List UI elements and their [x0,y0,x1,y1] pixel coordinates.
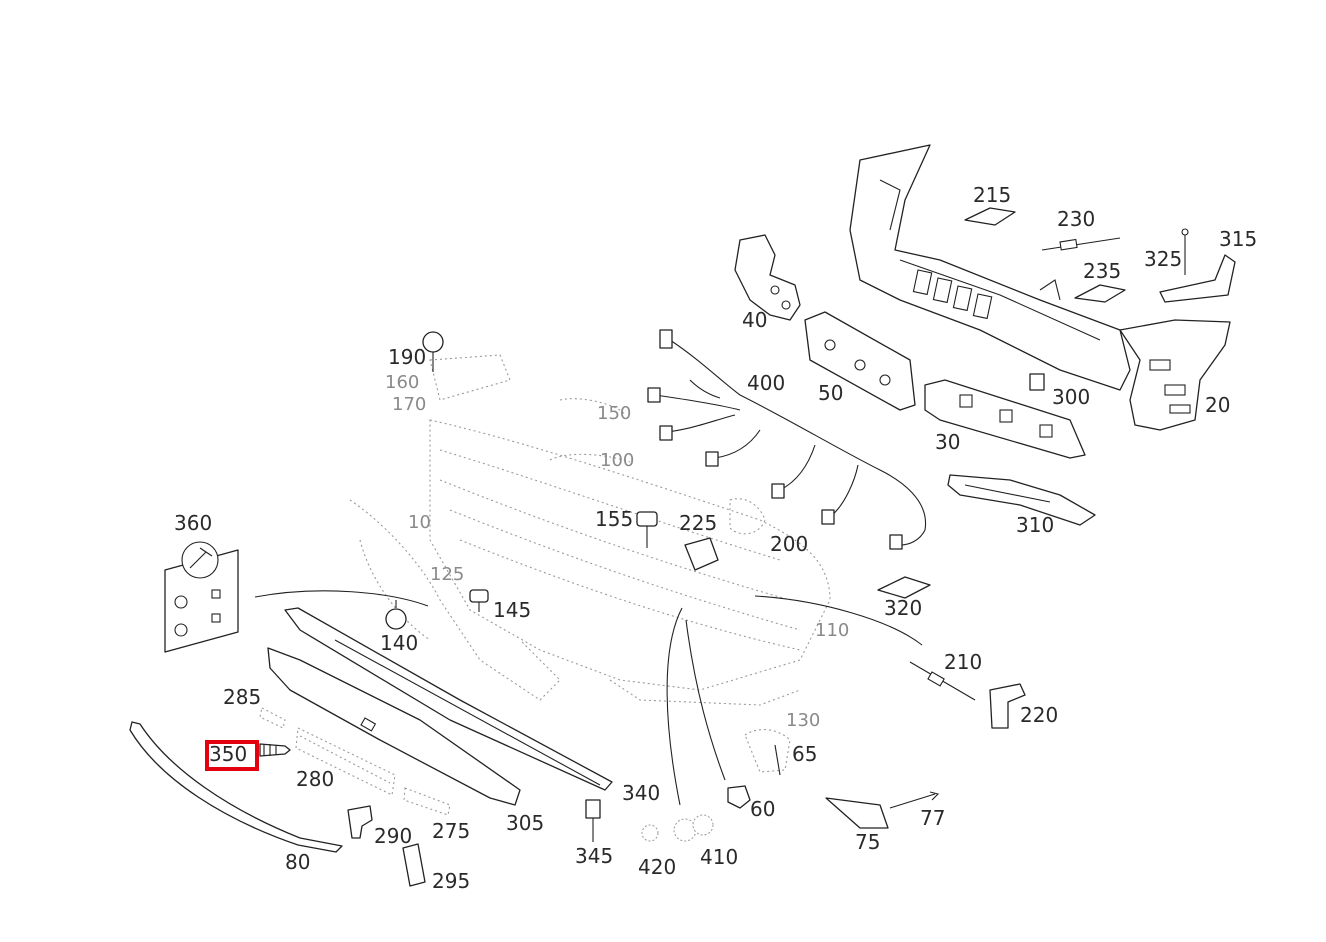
label-155[interactable]: 155 [595,507,634,531]
part-275-grille [403,787,451,816]
label-145[interactable]: 145 [493,598,532,622]
part-65 [774,744,781,776]
part-310-undertray [947,474,1096,526]
label-360[interactable]: 360 [174,511,213,535]
label-210[interactable]: 210 [944,650,983,674]
label-410[interactable]: 410 [700,845,739,869]
ghost-label-130[interactable]: 130 [786,710,821,731]
label-215[interactable]: 215 [973,183,1012,207]
part-140-clip [385,600,407,630]
part-77-arrow [889,791,940,809]
ghost-label-110[interactable]: 110 [815,620,850,641]
part-20-side-bracket [1119,319,1231,431]
part-50-absorber [804,311,916,411]
label-77[interactable]: 77 [920,806,946,830]
label-320[interactable]: 320 [884,596,923,620]
part-305-spoiler [267,647,521,806]
label-140[interactable]: 140 [380,631,419,655]
part-410 [673,814,714,842]
part-225-bracket [684,537,719,571]
label-60[interactable]: 60 [750,797,776,821]
part-80-moulding [129,721,343,853]
part-60 [727,785,751,809]
part-155-bolt [636,511,658,548]
label-420[interactable]: 420 [638,855,677,879]
part-190-fastener [422,331,444,372]
ghost-label-150[interactable]: 150 [597,403,632,424]
label-305[interactable]: 305 [506,811,545,835]
label-190[interactable]: 190 [388,345,427,369]
part-300-clip [1029,373,1045,391]
label-295[interactable]: 295 [432,869,471,893]
label-300[interactable]: 300 [1052,385,1091,409]
part-340-trim-strip [284,607,613,791]
ghost-label-160[interactable]: 160 [385,372,420,393]
part-420 [641,824,659,842]
part-325-pin [1181,228,1189,275]
part-285-grille [259,707,286,729]
label-400[interactable]: 400 [747,371,786,395]
hose-right [685,619,726,781]
label-315[interactable]: 315 [1219,227,1258,251]
ghost-label-125[interactable]: 125 [430,564,465,585]
part-290-clip [347,805,373,839]
label-220[interactable]: 220 [1020,703,1059,727]
part-145-plug [469,589,489,612]
part-210-pin [909,661,976,701]
part-40-crash-box [734,234,801,321]
arrow-line-right [754,595,923,646]
part-315-bracket [1159,254,1236,303]
label-30[interactable]: 30 [935,430,961,454]
ghost-label-100[interactable]: 100 [600,450,635,471]
part-350-screw [259,743,291,757]
label-65[interactable]: 65 [792,742,818,766]
part-345-clip [585,799,601,842]
label-75[interactable]: 75 [855,830,881,854]
part-30-absorber [924,379,1086,459]
label-50[interactable]: 50 [818,381,844,405]
label-310[interactable]: 310 [1016,513,1055,537]
ghost-label-170[interactable]: 170 [392,394,427,415]
bumper-cover-ghost [349,354,831,773]
label-80[interactable]: 80 [285,850,311,874]
label-285[interactable]: 285 [223,685,262,709]
label-235[interactable]: 235 [1083,259,1122,283]
label-350[interactable]: 350 [209,742,248,766]
label-225[interactable]: 225 [679,511,718,535]
bumper-carrier [849,144,1131,391]
part-75-cover [825,797,889,829]
hose-left [666,607,683,806]
label-340[interactable]: 340 [622,781,661,805]
part-280-grille [295,727,396,796]
arrow-line-left [254,590,429,607]
label-40[interactable]: 40 [742,308,768,332]
label-200[interactable]: 200 [770,532,809,556]
label-230[interactable]: 230 [1057,207,1096,231]
label-345[interactable]: 345 [575,844,614,868]
label-325[interactable]: 325 [1144,247,1183,271]
part-360-fastener-kit [164,541,239,653]
part-215 [964,207,1016,226]
part-320 [877,576,931,599]
ghost-label-10[interactable]: 10 [408,512,431,533]
label-280[interactable]: 280 [296,767,335,791]
part-400-wiring-harness [647,329,927,550]
part-235 [1074,284,1126,303]
part-230-pin [1041,237,1121,251]
label-275[interactable]: 275 [432,819,471,843]
label-290[interactable]: 290 [374,824,413,848]
part-295-clip [402,843,426,887]
part-220-bracket [989,683,1026,729]
label-20[interactable]: 20 [1205,393,1231,417]
